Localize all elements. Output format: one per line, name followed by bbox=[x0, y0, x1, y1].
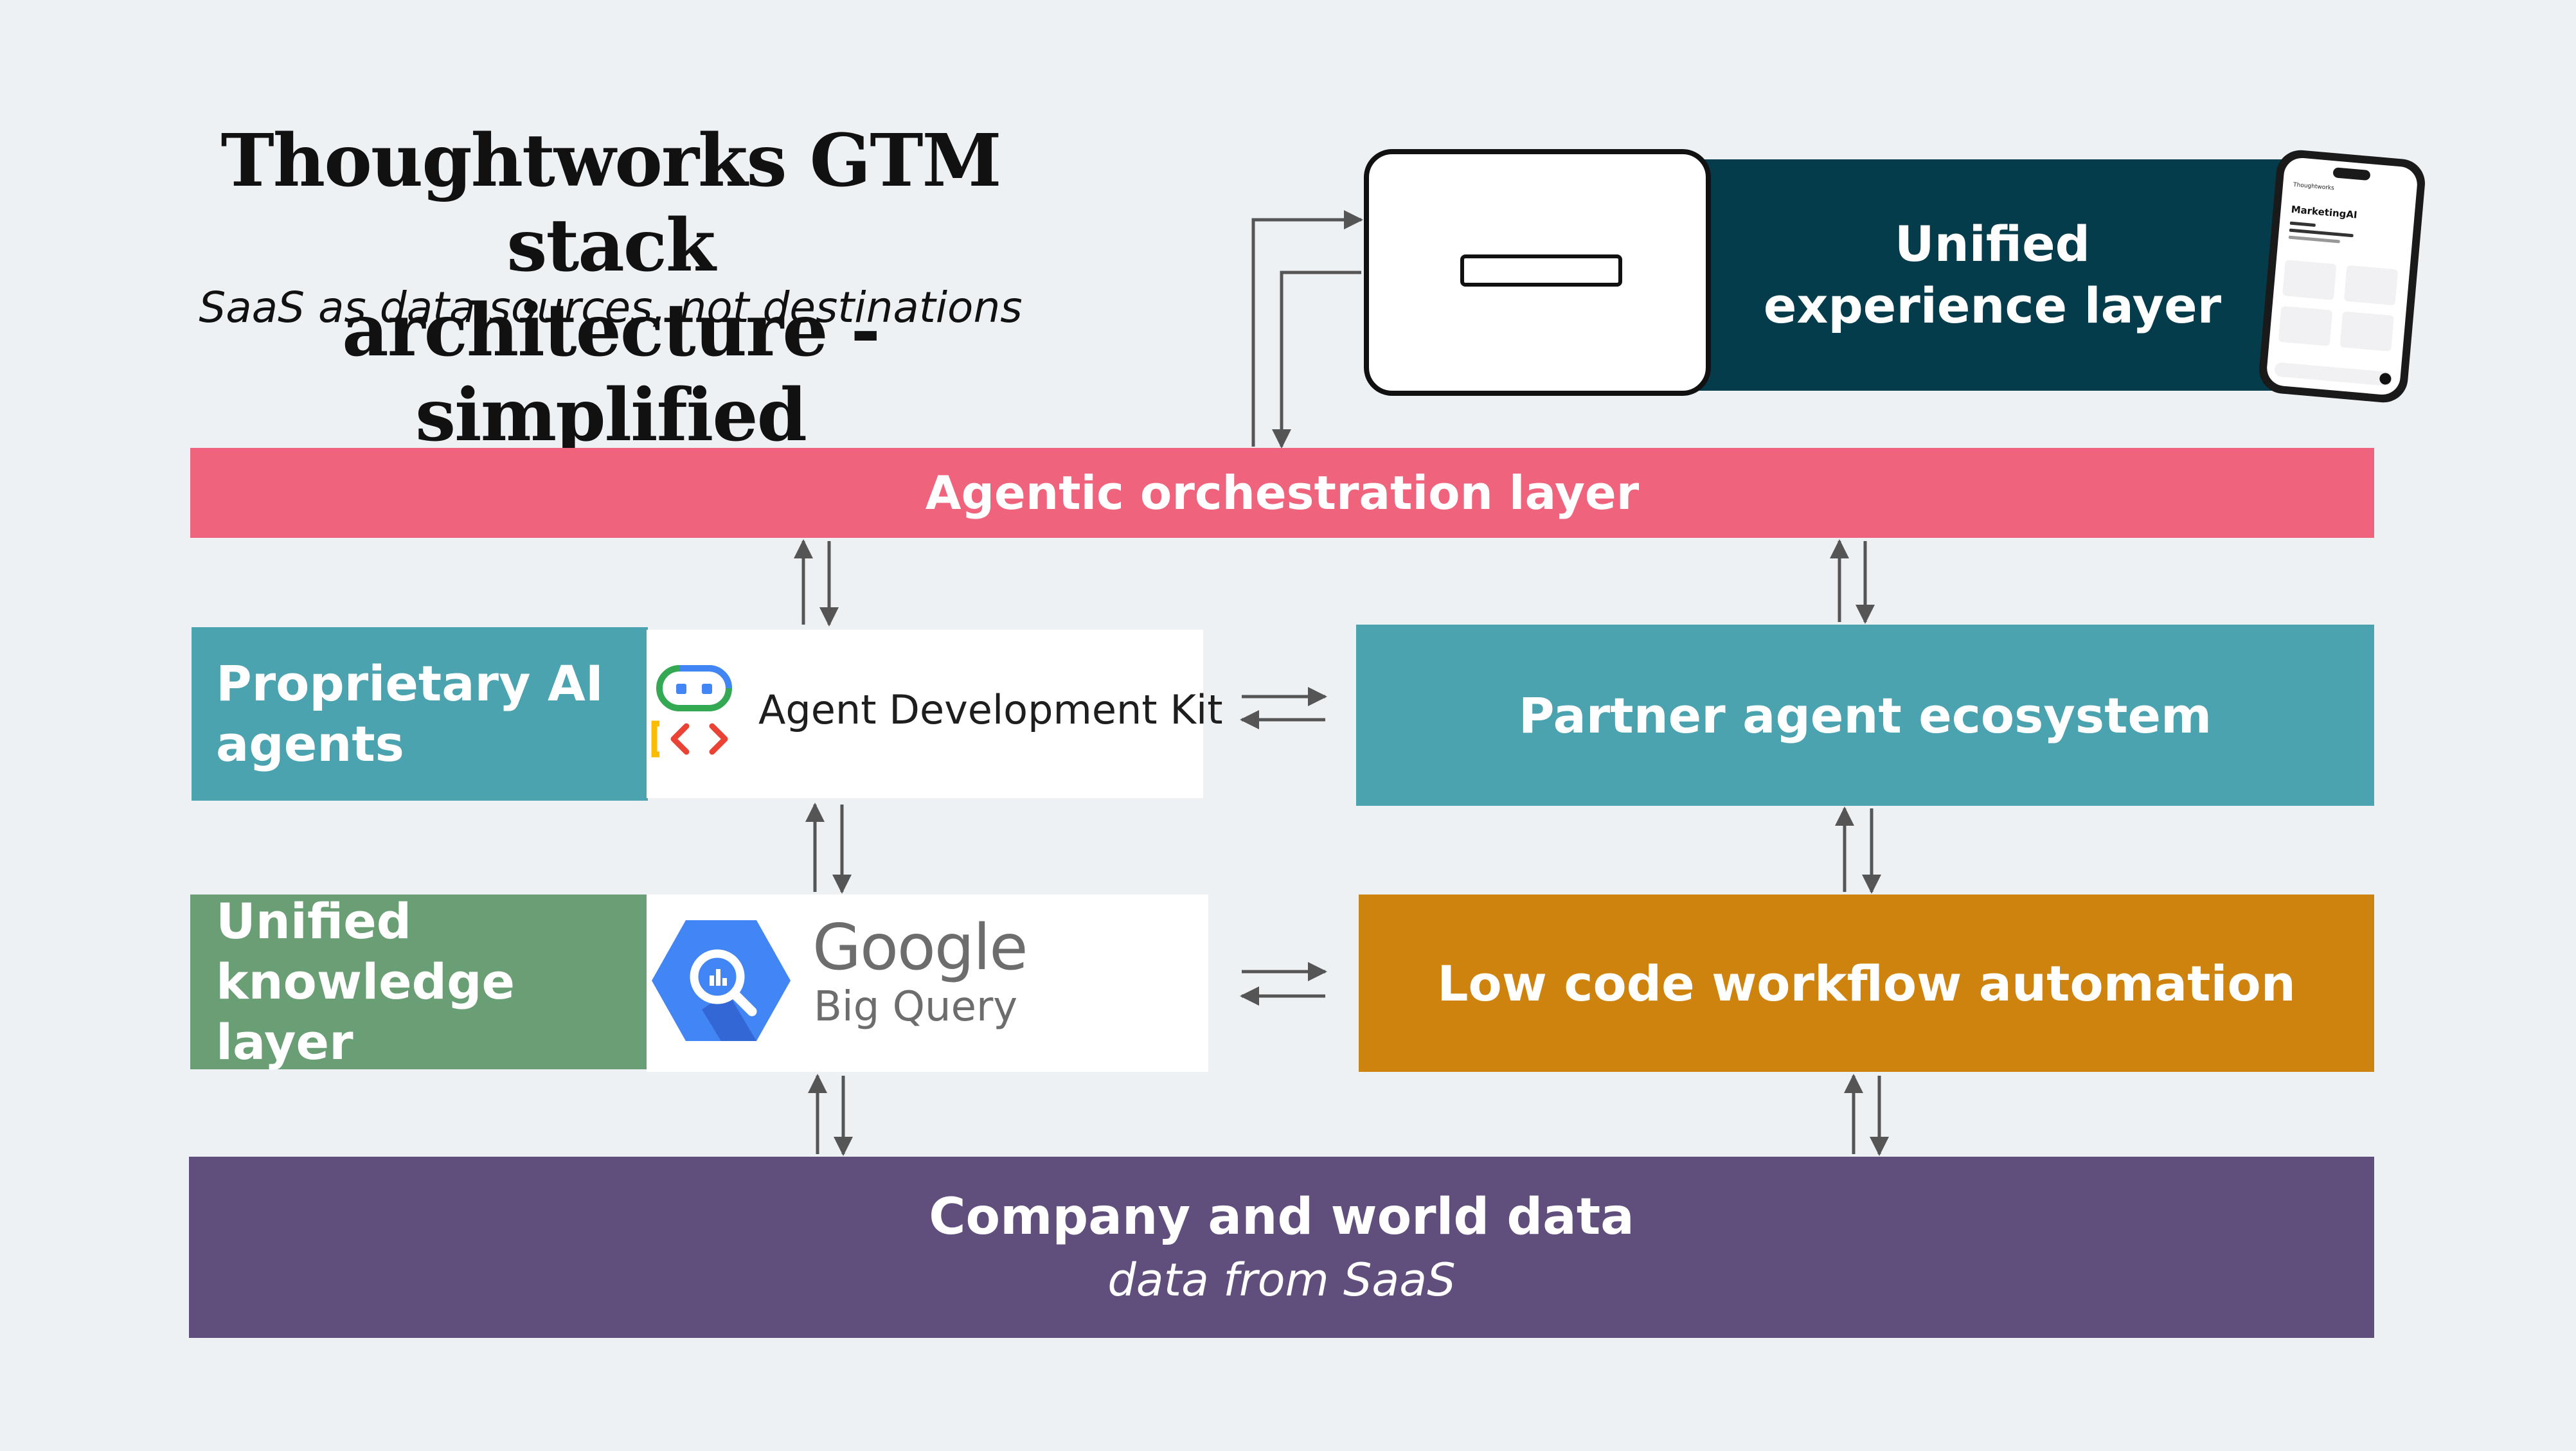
bigquery-logo-icon bbox=[652, 920, 791, 1041]
partner-ecosystem-box: Partner agent ecosystem bbox=[1356, 625, 2374, 806]
adk-panel bbox=[647, 630, 1203, 798]
proprietary-line-1: Proprietary AI bbox=[216, 655, 604, 712]
ui-placeholder-box bbox=[1364, 149, 1711, 396]
arrow-experience-to-orchestration bbox=[1272, 271, 1361, 449]
adk-logo-icon bbox=[651, 665, 732, 758]
low-code-automation-label: Low code workflow automation bbox=[1437, 954, 2296, 1012]
knowledge-line-2: knowledge layer bbox=[216, 953, 515, 1071]
company-data-box: Company and world data data from SaaS bbox=[189, 1157, 2374, 1338]
experience-line-2: experience layer bbox=[1763, 277, 2222, 334]
google-wordmark: Google bbox=[812, 911, 1028, 984]
orchestration-layer-label: Agentic orchestration layer bbox=[925, 466, 1640, 520]
knowledge-layer-box: Unified knowledge layer bbox=[190, 893, 648, 1071]
title-line-2: architecture - simplified bbox=[342, 289, 881, 458]
proprietary-line-2: agents bbox=[216, 715, 404, 772]
adk-label: Agent Development Kit bbox=[758, 686, 1223, 733]
ui-placeholder-bar bbox=[1460, 254, 1622, 287]
bigquery-label: Big Query bbox=[814, 983, 1018, 1031]
experience-line-1: Unified bbox=[1894, 215, 2091, 272]
title-line-1: Thoughtworks GTM stack bbox=[220, 119, 1001, 288]
company-data-label: Company and world data bbox=[929, 1188, 1634, 1246]
proprietary-agents-box: Proprietary AI agents bbox=[192, 627, 648, 801]
knowledge-line-1: Unified bbox=[216, 893, 412, 950]
low-code-automation-box: Low code workflow automation bbox=[1359, 895, 2374, 1072]
company-data-sublabel: data from SaaS bbox=[1107, 1254, 1456, 1306]
arrow-orchestration-to-experience bbox=[1251, 210, 1363, 447]
orchestration-layer-box: Agentic orchestration layer bbox=[190, 448, 2374, 538]
experience-layer-label: Unified experience layer bbox=[1671, 159, 2314, 391]
experience-layer-box: Unified experience layer bbox=[1671, 159, 2378, 391]
diagram-subtitle: SaaS as data sources, not destinations bbox=[199, 283, 1023, 332]
partner-ecosystem-label: Partner agent ecosystem bbox=[1518, 686, 2212, 744]
diagram-title: Thoughtworks GTM stack architecture - si… bbox=[174, 119, 1048, 458]
